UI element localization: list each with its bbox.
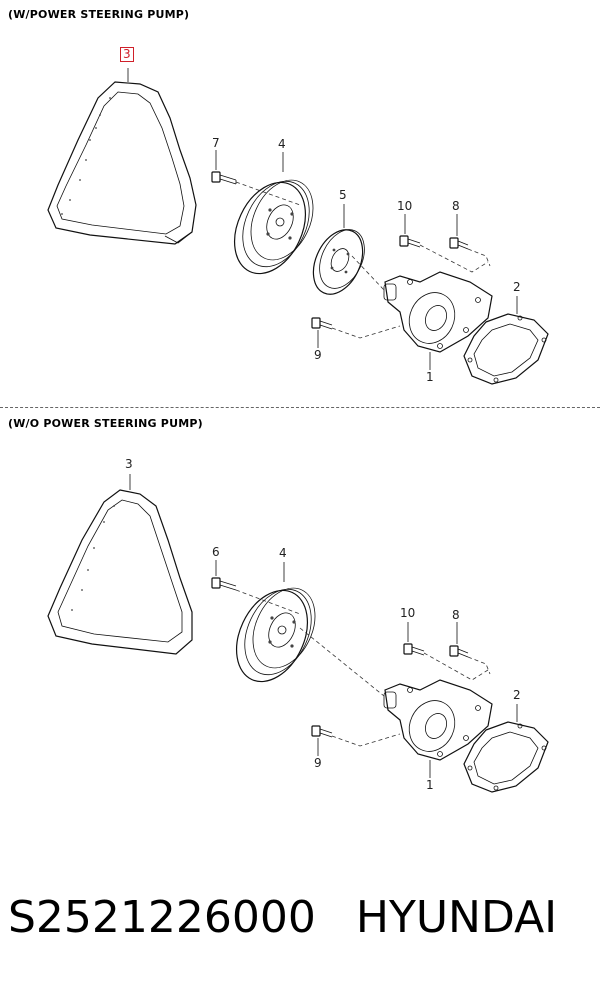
bottom-water-pump: [383, 679, 493, 761]
callout-top-pulley-large[interactable]: 4: [278, 137, 286, 151]
top-bolt-9: [311, 317, 333, 330]
callout-bottom-belt[interactable]: 3: [125, 457, 133, 471]
part-footer: S2521226000 HYUNDAI: [8, 882, 598, 952]
callout-top-water-pump[interactable]: 1: [426, 370, 434, 384]
callout-top-belt[interactable]: 3: [120, 47, 134, 62]
callout-bottom-gasket[interactable]: 2: [513, 688, 521, 702]
callout-bottom-bolt-10[interactable]: 10: [400, 606, 416, 620]
top-gasket: [463, 313, 549, 385]
bottom-pulley-large: [236, 587, 316, 683]
callout-top-bolt-7[interactable]: 7: [212, 136, 220, 150]
top-pulley-large: [234, 179, 314, 275]
callout-bottom-pulley-large[interactable]: 4: [279, 546, 287, 560]
section-title-without-ps-pump: (W/O POWER STEERING PUMP): [8, 417, 203, 430]
top-bolt-10: [399, 235, 421, 248]
top-bolt-7: [211, 171, 237, 185]
callout-bottom-water-pump[interactable]: 1: [426, 778, 434, 792]
part-number: S2521226000: [8, 891, 316, 943]
callout-top-bolt-10[interactable]: 10: [397, 199, 413, 213]
top-drive-belt: [47, 81, 197, 245]
top-water-pump: [383, 271, 493, 353]
bottom-drive-belt: [47, 489, 193, 655]
top-bolt-8: [449, 237, 469, 250]
bottom-bolt-8: [449, 645, 469, 658]
callout-bottom-bolt-8[interactable]: 8: [452, 608, 460, 622]
bottom-gasket: [463, 721, 549, 793]
bottom-bolt-10: [403, 643, 425, 656]
callout-top-bolt-8[interactable]: 8: [452, 199, 460, 213]
section-title-with-ps-pump: (W/POWER STEERING PUMP): [8, 8, 190, 21]
callout-top-gasket[interactable]: 2: [513, 280, 521, 294]
callout-top-bolt-9[interactable]: 9: [314, 348, 322, 362]
top-pulley-small: [312, 229, 365, 295]
callout-bottom-bolt-9[interactable]: 9: [314, 756, 322, 770]
callout-top-pulley-small[interactable]: 5: [339, 188, 347, 202]
section-divider: [0, 407, 600, 408]
bottom-bolt-9: [311, 725, 333, 738]
callout-bottom-bolt-6[interactable]: 6: [212, 545, 220, 559]
bottom-bolt-6: [211, 577, 237, 591]
brand-name: HYUNDAI: [355, 891, 558, 943]
